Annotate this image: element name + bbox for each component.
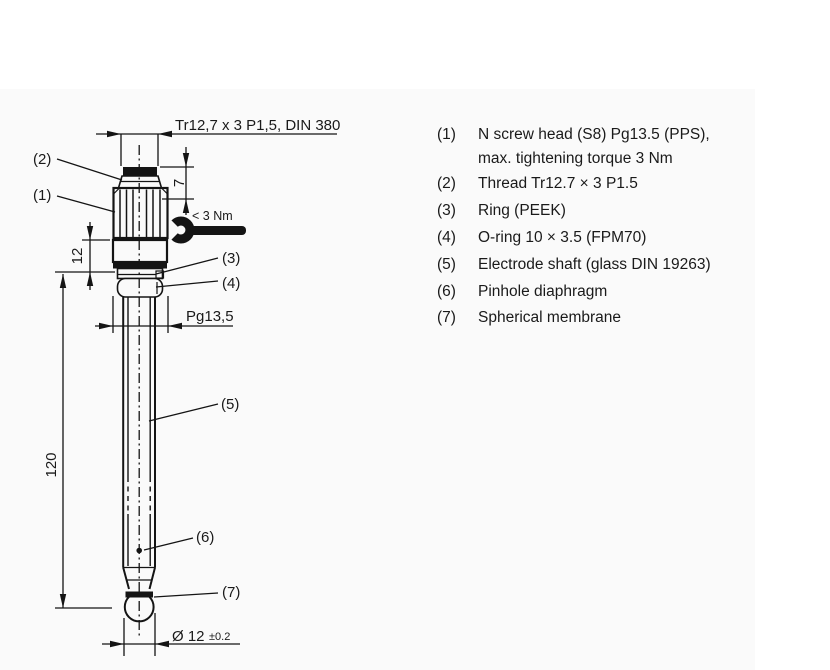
knurl-ribs bbox=[119, 189, 161, 237]
callout-1: (1) bbox=[33, 187, 51, 204]
callout-3: (3) bbox=[222, 250, 240, 267]
membrane-junction-band bbox=[125, 591, 153, 598]
callout-2: (2) bbox=[33, 151, 51, 168]
dimension-pg-thread: Pg13,5 bbox=[95, 296, 234, 333]
legend-item: (7) Spherical membrane bbox=[437, 306, 621, 330]
legend-item-text: Pinhole diaphragm bbox=[478, 283, 608, 300]
legend-item-number: (4) bbox=[437, 229, 456, 246]
legend-item: (4) O-ring 10 × 3.5 (FPM70) bbox=[437, 226, 646, 250]
diameter-tolerance-label: ±0.2 bbox=[209, 631, 230, 643]
callout-6: (6) bbox=[196, 529, 214, 546]
torque-label: < 3 Nm bbox=[192, 209, 233, 223]
tip-taper bbox=[122, 567, 156, 590]
legend-item: (1) N screw head (S8) Pg13.5 (PPS),max. t… bbox=[437, 123, 710, 171]
legend-item-text: O-ring 10 × 3.5 (FPM70) bbox=[478, 229, 647, 246]
legend-item-number: (3) bbox=[437, 202, 456, 219]
shaft-inner-walls-dashed bbox=[127, 477, 151, 514]
callout-5: (5) bbox=[221, 396, 239, 413]
legend-item: (3) Ring (PEEK) bbox=[437, 199, 566, 223]
head-block bbox=[111, 238, 169, 264]
callout-4: (4) bbox=[222, 275, 240, 292]
knurl-bevels bbox=[113, 187, 168, 195]
shaft-inner-walls bbox=[127, 297, 151, 566]
legend: (1) N screw head (S8) Pg13.5 (PPS),max. t… bbox=[437, 0, 755, 670]
legend-item-number: (1) bbox=[437, 126, 456, 143]
thread-top-label: Tr12,7 x 3 P1,5, DIN 380 bbox=[175, 117, 340, 134]
dimension-shaft-length: 120 bbox=[43, 274, 112, 609]
wrench-handle bbox=[187, 226, 246, 235]
legend-item-text: Spherical membrane bbox=[478, 309, 622, 326]
screw-head-knurl bbox=[112, 186, 169, 240]
legend-item-text: N screw head (S8) Pg13.5 (PPS),max. tigh… bbox=[478, 126, 710, 167]
ring-tab bbox=[155, 270, 165, 279]
legend-item: (2) Thread Tr12.7 × 3 P1.5 bbox=[437, 172, 638, 196]
legend-item-text: Ring (PEEK) bbox=[478, 202, 566, 219]
head-block-band bbox=[113, 262, 167, 269]
legend-item-text: Thread Tr12.7 × 3 P1.5 bbox=[478, 175, 638, 192]
dimension-head-height: 12 bbox=[55, 222, 115, 290]
callout-leaders bbox=[56, 158, 219, 598]
thread-cap bbox=[123, 167, 157, 176]
legend-item-number: (6) bbox=[437, 283, 456, 300]
diameter-label: Ø 12 bbox=[172, 628, 205, 645]
legend-item-number: (2) bbox=[437, 175, 456, 192]
legend-item-text: Electrode shaft (glass DIN 19263) bbox=[478, 256, 711, 273]
callout-7: (7) bbox=[222, 584, 240, 601]
electrode-body bbox=[111, 145, 169, 638]
legend-item: (5) Electrode shaft (glass DIN 19263) bbox=[437, 253, 711, 277]
dimension-cap-height: 7 bbox=[160, 147, 194, 215]
dimension-diameter: Ø 12 ±0.2 bbox=[102, 613, 240, 656]
torque-note: < 3 Nm bbox=[171, 209, 246, 244]
legend-item-number: (7) bbox=[437, 309, 456, 326]
legend-item: (6) Pinhole diaphragm bbox=[437, 280, 607, 304]
callouts: (2) (1) (3) (4) (5) (6) (7) bbox=[33, 151, 240, 601]
o-ring-collar bbox=[116, 277, 164, 298]
legend-item-number: (5) bbox=[437, 256, 456, 273]
head-height-label: 12 bbox=[69, 248, 86, 265]
shaft-outer-walls bbox=[122, 297, 156, 568]
pg-thread-label: Pg13,5 bbox=[186, 308, 234, 325]
dimension-thread-top: Tr12,7 x 3 P1,5, DIN 380 bbox=[96, 117, 340, 166]
shaft-length-label: 120 bbox=[43, 452, 60, 477]
cap-height-label: 7 bbox=[171, 179, 188, 187]
